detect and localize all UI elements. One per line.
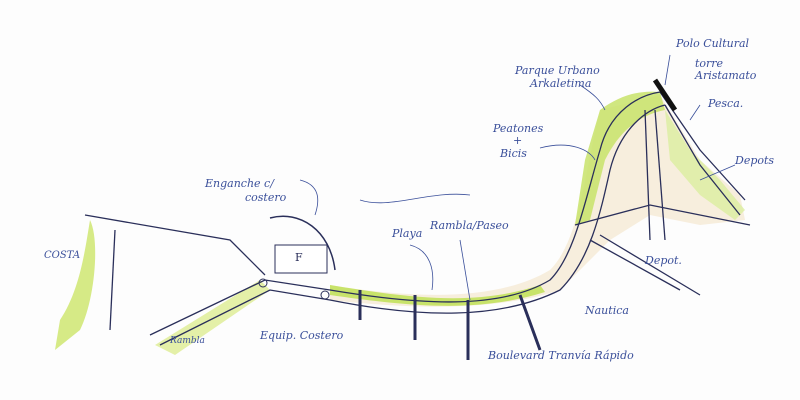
- building-block: [274, 244, 328, 274]
- label-depots: Depots: [735, 154, 775, 167]
- label-costa: COSTA: [44, 250, 81, 261]
- label-peatones-3: Bicis: [500, 147, 527, 160]
- park-promenade: [330, 285, 545, 306]
- label-pesca: Pesca.: [708, 97, 744, 110]
- label-rambla-paseo: Rambla/Paseo: [430, 219, 509, 232]
- label-peatones-2: +: [513, 134, 523, 147]
- park-rambla: [155, 280, 270, 355]
- label-rambla: Rambla: [170, 336, 205, 346]
- label-polo-cultural: Polo Cultural: [676, 37, 750, 50]
- pier-posts: [358, 290, 542, 360]
- label-parque-1: Parque Urbano: [515, 64, 600, 77]
- park-arkaletima: [575, 91, 665, 225]
- label-boulevard: Boulevard Tranvía Rápido: [488, 349, 634, 362]
- park-west: [55, 220, 96, 350]
- label-enganche-2: costero: [245, 191, 287, 204]
- label-building: F: [295, 251, 303, 264]
- label-equip-costero: Equip. Costero: [260, 329, 344, 342]
- label-parque-2: Arkaletima: [530, 77, 592, 90]
- tower-mark: [652, 78, 678, 112]
- sand-area: [330, 95, 745, 307]
- road-lines: [84, 91, 751, 346]
- park-east: [665, 110, 745, 220]
- building-arc: [269, 215, 336, 271]
- label-depot: Depot.: [645, 254, 682, 267]
- leader-lines: [299, 54, 736, 301]
- label-enganche-1: Enganche c/: [205, 177, 274, 190]
- label-playa: Playa: [392, 227, 423, 240]
- label-torre: torre Aristamato: [695, 57, 757, 82]
- label-nautica: Nautica: [585, 304, 629, 317]
- label-peatones-1: Peatones: [493, 122, 544, 135]
